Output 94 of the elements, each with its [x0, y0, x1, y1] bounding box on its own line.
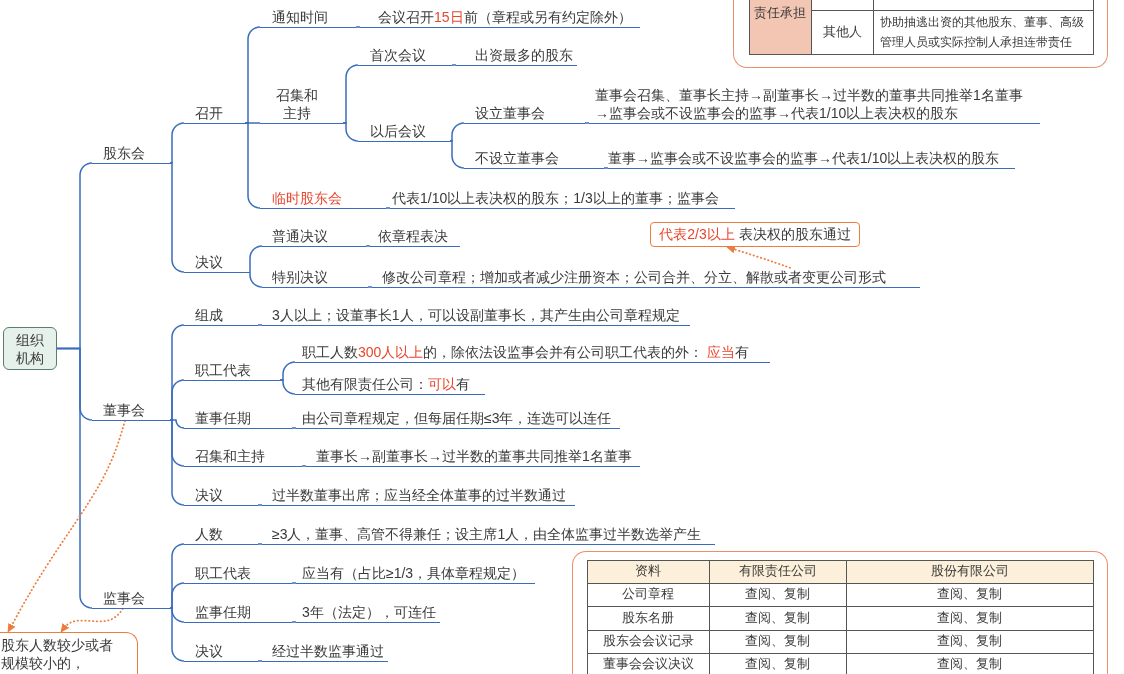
- branch-line: [355, 26, 361, 28]
- mindmap-topic: 首次会议: [358, 45, 452, 66]
- table-cell: 股东会会议记录: [587, 630, 709, 654]
- branch-line: [169, 419, 185, 506]
- mindmap-topic: 应当有（占比≥1/3，具体章程规定）: [296, 563, 535, 584]
- branch-line: [291, 621, 297, 623]
- branch-line: [169, 379, 185, 421]
- mindmap-topic: 代表1/10以上表决权的股东；1/3以上的董事；监事会: [390, 188, 735, 209]
- mindmap-topic: 人数: [184, 524, 258, 545]
- branch-line: [257, 504, 263, 506]
- mindmap-topic: 过半数董事出席；应当经全体董事的过半数通过: [262, 485, 575, 506]
- branch-line: [385, 207, 391, 209]
- table-cell: 查阅、复制: [846, 583, 1093, 607]
- mindmap-topic: 董事会召集、董事长主持→副董事长→过半数的董事共同推举1名董事→监事会或不设监事会的监事→代表1/10以上表决权的股东: [589, 85, 1040, 124]
- branch-line: [279, 361, 296, 381]
- mindmap-topic: 设立董事会: [464, 103, 585, 124]
- mindmap-topic: 由公司章程规定，但每届任期≤3年，连选可以连任: [296, 408, 620, 429]
- dotted-arrow: [7, 419, 126, 633]
- mindmap-topic: 召开: [184, 103, 245, 124]
- branch-line: [367, 286, 373, 288]
- branch-line: [584, 122, 590, 124]
- table-cell: 责任承担: [749, 0, 811, 54]
- branch-line: [169, 162, 185, 273]
- branch-line: [249, 245, 263, 273]
- branch-line: [244, 26, 261, 124]
- branch-line: [169, 122, 185, 164]
- mindmap-topic: 3人以上；设董事长1人，可以设副董事长，其产生由公司章程规定: [262, 305, 690, 326]
- dotted-arrow: [726, 245, 791, 269]
- root-topic: 组织机构: [3, 327, 57, 370]
- mindmap-topic: 职工代表: [184, 563, 292, 584]
- header-cell: 股份有限公司: [846, 560, 1093, 583]
- branch-line: [244, 122, 261, 209]
- mindmap-topic: 股东会: [92, 143, 170, 164]
- branch-line: [291, 427, 297, 429]
- table-cell: 查阅、复制: [709, 606, 846, 630]
- header-cell: 有限责任公司: [709, 560, 846, 583]
- mindmap-topic: 决议: [184, 641, 258, 662]
- table-cell: 其他人: [811, 10, 873, 54]
- table-cell: 股东名册: [587, 606, 709, 630]
- branch-line: [249, 271, 263, 288]
- mindmap-topic: 以后会议: [358, 121, 450, 142]
- table-cell: 董事会会议决议: [587, 653, 709, 674]
- mindmap-topic: 董事→监事会或不设监事会的监事→代表1/10以上表决权的股东: [608, 148, 1015, 169]
- mindmap-topic: 修改公司章程；增加或者减少注册资本；公司合并、分立、解散或者变更公司形式: [372, 267, 920, 288]
- mindmap-topic: 经过半数监事通过: [262, 641, 388, 662]
- header-cell: 资料: [587, 560, 709, 583]
- mindmap-topic: 决议: [184, 485, 258, 506]
- mindmap-topic: 召集和主持: [260, 85, 343, 124]
- mindmap-topic: 通知时间: [260, 7, 356, 28]
- table-cell: 查阅、复制: [846, 630, 1093, 654]
- mindmap-topic: 召集和主持: [184, 446, 302, 467]
- mindmap-topic: 董事任期: [184, 408, 292, 429]
- mindmap-topic: 董事长→副董事长→过半数的董事共同推举1名董事: [306, 446, 640, 467]
- mindmap-topic: 3年（法定），可连任: [296, 602, 440, 623]
- dotted-arrow: [60, 607, 124, 633]
- callout-note: 股东人数较少或者规模较小的，: [0, 632, 138, 674]
- branch-line: [279, 379, 296, 395]
- branch-line: [301, 465, 307, 467]
- mindmap-topic: 临时股东会: [260, 188, 386, 209]
- branch-line: [291, 582, 297, 584]
- branch-line: [365, 245, 371, 247]
- table-cell: 协助抽逃出资的其他股东、董事、高级管理人员或实际控制人承担连带责任: [873, 10, 1093, 54]
- mindmap-topic: 依章程表决: [370, 226, 460, 247]
- branch-line: [169, 607, 185, 662]
- mindmap-topic: 普通决议: [262, 226, 366, 247]
- mindmap-topic: 职工代表: [184, 360, 280, 381]
- branch-line: [449, 140, 465, 169]
- mindmap-topic: 职工人数300人以上的，除依法设监事会并有公司职工代表的外： 应当有: [295, 342, 770, 363]
- branch-line: [451, 64, 457, 66]
- branch-line: [342, 122, 359, 142]
- mindmap-topic: 出资最多的股东: [456, 45, 577, 66]
- mindmap-topic: 不设立董事会: [464, 148, 604, 169]
- branch-line: [603, 167, 609, 169]
- branch-line: [257, 660, 263, 662]
- branch-line: [257, 543, 263, 545]
- table-cell: 查阅、复制: [709, 630, 846, 654]
- table-cell: 公司章程: [587, 583, 709, 607]
- mindmap-topic: 监事会: [92, 588, 170, 609]
- branch-line: [169, 582, 185, 609]
- mindmap-topic: 董事会: [92, 400, 170, 421]
- mindmap-topic: 监事任期: [184, 602, 292, 623]
- mindmap-topic: 组成: [184, 305, 258, 326]
- table-cell: 查阅、复制: [846, 606, 1093, 630]
- mindmap-topic: 特别决议: [262, 267, 368, 288]
- mindmap-topic: ≥3人，董事、高管不得兼任；设主席1人，由全体监事过半数选举产生: [262, 524, 715, 545]
- callout-note: 代表2/3以上 表决权的股东通过: [650, 222, 860, 247]
- branch-line: [449, 122, 465, 142]
- branch-line: [56, 347, 93, 609]
- table-cell: 查阅、复制: [709, 583, 846, 607]
- mindmap-topic: 会议召开15日前（章程或另有约定除外）: [360, 7, 640, 28]
- branch-line: [342, 64, 359, 124]
- mindmap-topic: 其他有限责任公司：可以有: [295, 374, 485, 395]
- branch-line: [257, 324, 263, 326]
- mindmap-topic: 决议: [184, 252, 250, 273]
